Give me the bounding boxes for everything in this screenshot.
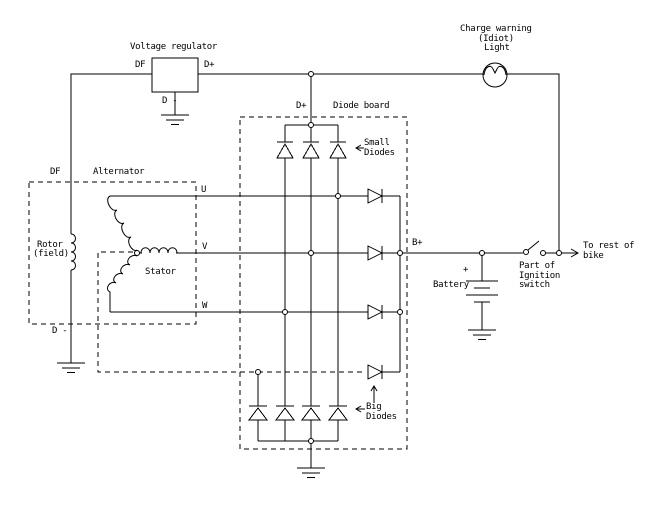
lamp-circle: [482, 62, 508, 88]
junction-dot: [335, 193, 341, 199]
voltage-regulator-box: [151, 57, 199, 93]
junction-dot: [282, 309, 288, 315]
alternator-dashed-box: [28, 181, 197, 325]
label-charge-warning-line1: Charge warning: [460, 24, 532, 34]
grounds: [57, 114, 496, 478]
junction-dot: [308, 438, 314, 444]
label-charge-warning-line2: (Idiot): [478, 34, 514, 44]
stator-coil-v-icon: [140, 247, 178, 254]
small-diodes: [276, 141, 347, 159]
ignition-switch-icon: [523, 240, 546, 256]
label-battery: Battery: [433, 280, 469, 290]
annotation-arrows: [355, 144, 580, 413]
wire-diode-outputs: [382, 195, 400, 373]
dashed-boxes: [28, 116, 408, 450]
negative-diode-icon: [248, 405, 268, 421]
label-ignition-switch-line1: Part of: [519, 261, 555, 271]
positive-diode-icon: [367, 364, 384, 380]
switch-contact: [540, 250, 546, 256]
negative-diodes: [248, 405, 348, 421]
wire-vr-df-left: [70, 73, 152, 234]
label-ignition-switch-line2: Ignition: [519, 271, 560, 281]
label-vr-df-terminal: DF: [135, 60, 146, 70]
coils: [70, 195, 178, 312]
star-point-dot: [134, 250, 140, 256]
label-charge-warning-line3: Light: [484, 43, 510, 53]
switch-lever: [527, 240, 540, 251]
junction-dot: [556, 250, 562, 256]
negative-diode-icon: [301, 405, 321, 421]
label-output-line2: bike: [583, 251, 604, 261]
label-rotor-line2: (field): [33, 249, 69, 259]
label-big-diodes-line2: Diodes: [366, 412, 397, 422]
rotor-coil-icon: [70, 233, 76, 271]
junction-dot: [255, 369, 261, 375]
small-diode-icon: [276, 141, 294, 159]
label-bplus-terminal: B+: [412, 238, 423, 248]
stator-coil-u-icon: [107, 195, 138, 251]
positive-diode-icon: [367, 245, 384, 261]
label-phase-w: W: [202, 301, 208, 311]
junction-dot: [308, 122, 314, 128]
wire-lamp-to-switch: [507, 73, 560, 253]
positive-diode-icon: [367, 304, 384, 320]
battery-icon: [466, 280, 498, 303]
wire-phase-columns: [257, 158, 339, 406]
junction-dot: [308, 250, 314, 256]
big-diodes-up-arrow-icon: [370, 385, 378, 403]
negative-diode-icon: [275, 405, 295, 421]
stator-dashed-box: [97, 251, 240, 373]
label-board-dplus-terminal: D+: [296, 101, 307, 111]
ground-icon: [468, 329, 496, 340]
ground-icon: [161, 114, 189, 125]
label-voltage-regulator: Voltage regulator: [130, 42, 218, 52]
positive-diode-icon: [367, 188, 384, 204]
diode-board-dashed-box: [239, 116, 408, 450]
label-ignition-switch-line3: switch: [519, 280, 550, 290]
negative-diode-icon: [328, 405, 348, 421]
label-stator: Stator: [145, 267, 176, 277]
to-rest-of-bike-arrow-icon: [570, 248, 580, 258]
label-vr-dminus-terminal: D -: [162, 96, 178, 106]
label-vr-dplus-terminal: D+: [204, 60, 215, 70]
small-diodes-arrow-icon: [355, 144, 364, 152]
battery-plates: [466, 280, 498, 303]
label-phase-u: U: [201, 185, 207, 195]
switch-contact: [523, 249, 529, 255]
label-alternator: Alternator: [93, 167, 145, 177]
junction-dot: [397, 309, 403, 315]
label-big-diodes-line1: Big: [366, 402, 382, 412]
big-diodes-left-arrow-icon: [355, 405, 365, 413]
lamp-filament: [483, 65, 507, 76]
label-alt-df-terminal: DF: [50, 167, 61, 177]
label-small-diodes-line1: Small: [364, 138, 390, 148]
label-battery-plus-terminal: +: [463, 265, 469, 275]
label-diode-board: Diode board: [333, 101, 390, 111]
label-small-diodes-line2: Diodes: [364, 148, 395, 158]
label-output-line1: To rest of: [583, 241, 635, 251]
stator-coil-w-icon: [107, 254, 138, 312]
wire-neg-diode-stems: [257, 420, 339, 441]
junction-dots: [134, 71, 562, 444]
label-phase-v: V: [202, 242, 208, 252]
junction-dot: [308, 71, 314, 77]
charge-warning-lamp-icon: [482, 62, 508, 88]
junction-dot: [479, 250, 485, 256]
small-diode-icon: [302, 141, 320, 159]
ground-icon: [297, 467, 325, 478]
ground-icon: [57, 362, 85, 373]
label-rotor-line1: Rotor: [37, 240, 63, 250]
positive-diodes: [367, 188, 384, 380]
label-alt-dminus-terminal: D -: [52, 326, 68, 336]
small-diode-icon: [329, 141, 347, 159]
junction-dot: [397, 250, 403, 256]
